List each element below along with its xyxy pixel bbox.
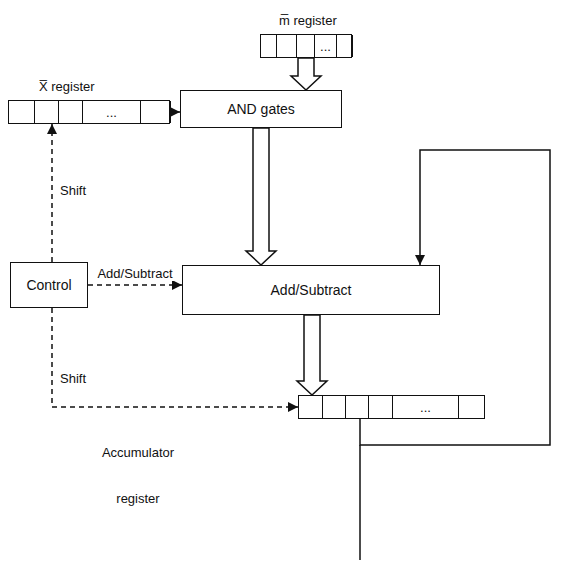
register-ellipsis: ... [106,106,117,119]
register-name: m̅ register [279,13,337,28]
register-cell [141,101,171,123]
add-subtract-box: Add/Subtract [182,265,440,315]
box-text: Add/Subtract [271,282,352,298]
m-register: ...m̅ register [260,34,352,58]
register-cell: ... [315,35,337,57]
box-text: Control [26,277,71,293]
x-register: ...X̅ register [8,100,170,124]
signal-label: Shift [58,183,88,198]
control-signal [88,284,182,286]
register-cell [277,35,297,57]
bus-arrow [246,128,276,265]
accumulator-register: ... [298,395,485,419]
register-cell [337,35,353,57]
register-cell [369,396,393,418]
data-wire [170,111,180,113]
register-cell [261,35,277,57]
and-gates-box: AND gates [180,90,342,128]
register-cell [323,396,346,418]
control-signal [52,308,298,407]
control-box: Control [10,262,88,308]
output-wire [359,445,361,560]
register-cell [459,396,486,418]
register-cell: ... [393,396,459,418]
register-cell [346,396,369,418]
register-cell [59,101,83,123]
register-ellipsis: ... [320,40,331,53]
register-cell [9,101,35,123]
box-text: AND gates [227,101,295,117]
register-cell [299,396,323,418]
register-cell [35,101,59,123]
register-name: X̅ register [39,79,95,94]
bus-arrow [291,58,321,90]
register-cell [297,35,315,57]
bus-arrow [297,315,327,395]
register-caption: Accumulator register [92,430,184,522]
signal-label: Shift [58,371,88,386]
register-cell: ... [83,101,141,123]
signal-label: Add/Subtract [95,266,174,281]
register-ellipsis: ... [420,401,431,414]
control-signal [51,124,53,262]
